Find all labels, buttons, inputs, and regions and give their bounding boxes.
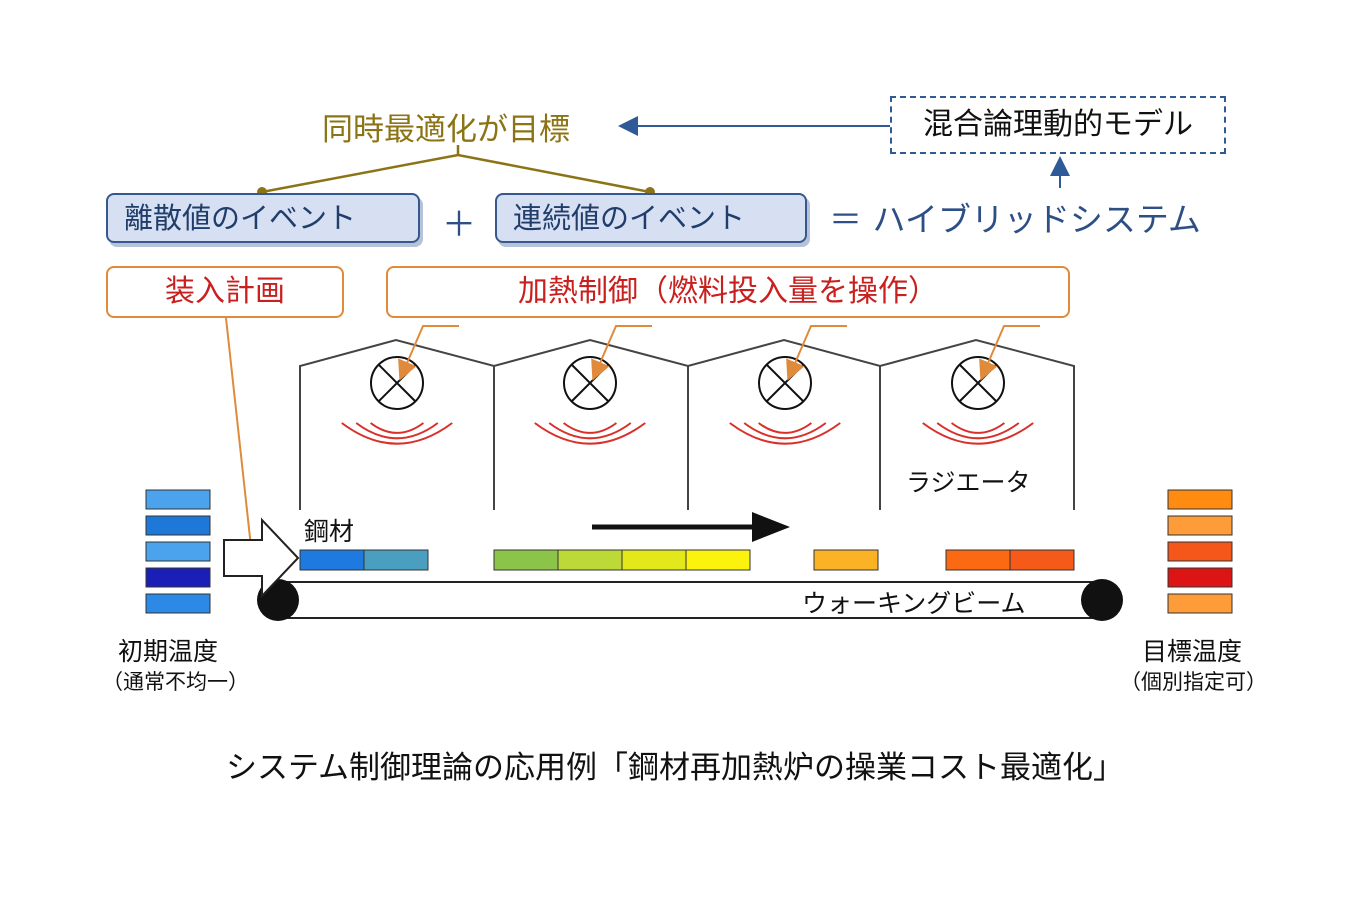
hybrid-system-label: ＝ ハイブリッドシステム [829,200,1201,239]
heat-wave [758,422,812,434]
initial-temp-label: 初期温度 [118,637,219,666]
heat-wave [548,422,632,440]
target-slab [1167,593,1233,614]
charging-plan-box: 装入計画 [106,266,344,318]
heat-wave [370,422,424,434]
beam-label: ウォーキングビーム [802,589,1026,618]
steel-slab [685,549,751,571]
initial-slab [145,541,211,562]
goal-label: 同時最適化が目標 [322,112,570,148]
model-box: 混合論理動的モデル [890,96,1226,154]
target-temp-label: 目標温度 [1142,637,1243,666]
initial-slab [145,567,211,588]
heat-wave [936,422,1020,440]
plus-sign: ＋ [442,205,476,245]
initial-temp-note: （通常不均一） [102,670,249,694]
heat-control-leader [786,325,847,381]
steel-slab [1009,549,1075,571]
steel-slab [299,549,365,571]
continuous-event-box: 連続値のイベント [495,193,807,243]
walking-beam [279,581,1101,619]
steel-slab [557,549,623,571]
heat-wave [563,422,617,434]
radiator-label: ラジエータ [906,468,1031,497]
heat-wave [729,422,841,445]
goal-connector [261,153,651,194]
heat-wave [341,422,453,445]
steel-slab [363,549,429,571]
heat-wave [355,422,439,440]
initial-slab [145,489,211,510]
steel-slab [493,549,559,571]
initial-slab [145,515,211,536]
heat-control-leader [591,325,652,381]
initial-slab [145,593,211,614]
target-slab [1167,515,1233,536]
heat-wave [951,422,1005,434]
entry-arrow [223,517,300,599]
steel-slab [621,549,687,571]
figure-caption: システム制御理論の応用例「鋼材再加熱炉の操業コスト最適化」 [225,750,1125,786]
heat-wave [534,422,646,445]
target-slab [1167,567,1233,588]
plan-leader [225,317,253,557]
heat-wave [743,422,827,440]
heat-wave [922,422,1034,445]
beam-roller-right [1081,579,1123,621]
heat-control-leader [398,325,459,381]
steel-label: 鋼材 [304,517,355,546]
heating-control-box: 加熱制御（燃料投入量を操作） [386,266,1070,318]
target-slab [1167,541,1233,562]
discrete-event-box: 離散値のイベント [106,193,420,243]
target-temp-note: （個別指定可） [1120,670,1267,694]
steel-slab [945,549,1011,571]
steel-slab [813,549,879,571]
target-slab [1167,489,1233,510]
heat-control-leader [979,325,1040,381]
